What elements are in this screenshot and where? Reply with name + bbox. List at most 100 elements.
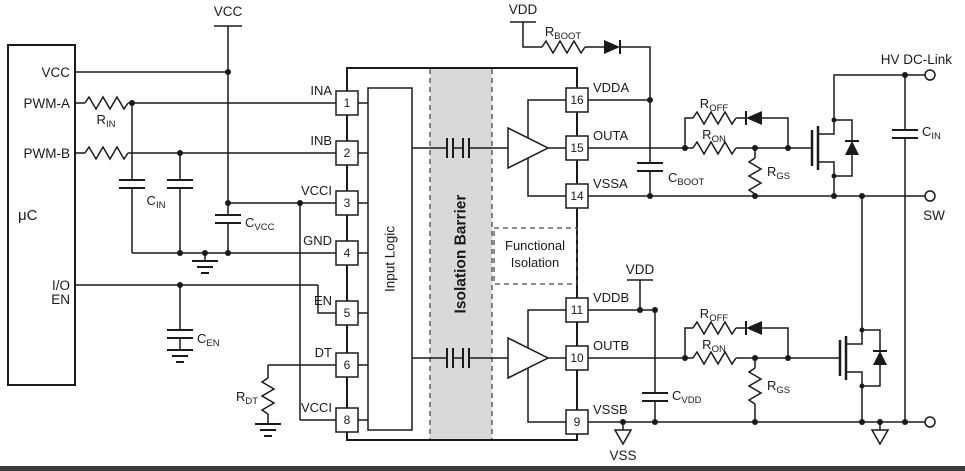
wires-ic-internal: [358, 99, 566, 423]
pin-label-en: EN: [314, 293, 332, 308]
pin-box-5: [335, 300, 359, 326]
pin-label-ina: INA: [310, 83, 332, 98]
resistor-rboot: [541, 39, 586, 55]
input-logic-label: Input Logic: [383, 226, 398, 292]
pin-number-5: 5: [344, 306, 351, 320]
pin-number-8: 8: [344, 413, 351, 427]
hv-dc-link-label: HV DC-Link: [881, 52, 953, 67]
pin-number-3: 3: [344, 196, 351, 210]
label-r-gs-b: RGS: [767, 378, 790, 396]
vss-label: VSS: [609, 448, 636, 463]
driver-buffer-b: [507, 336, 550, 380]
label-r-in: RIN: [97, 112, 116, 130]
label-r-gs-a: RGS: [767, 164, 790, 182]
pin-number-15: 15: [570, 141, 584, 155]
label-c-vdd: CVDD: [672, 388, 702, 406]
label-r-on-a: RON: [702, 127, 726, 145]
label-c-in-right: CIN: [922, 124, 941, 142]
isolation-coupling-caps-b: [446, 348, 470, 368]
mcu-pin-io-label: I/O: [52, 278, 70, 293]
mcu-block: VCC PWM-A PWM-B μC I/O EN: [7, 44, 76, 386]
pin-number-4: 4: [344, 246, 351, 260]
resistor-roff-b: [692, 320, 737, 336]
label-c-in-left: CIN: [147, 193, 166, 211]
capacitor-cin-b: [167, 179, 193, 189]
pin-box-16: [565, 87, 589, 113]
pin-number-2: 2: [344, 146, 351, 160]
ground-symbol-cen: [167, 349, 193, 363]
label-c-vcc: CVCC: [245, 215, 275, 233]
pin-label-vcci: VCCI: [301, 183, 332, 198]
label-r-off-b: ROFF: [700, 306, 729, 324]
pin-box-8: [335, 407, 359, 433]
pin-number-9: 9: [574, 415, 581, 429]
mcu-pin-vcc-label: VCC: [41, 65, 70, 80]
label-r-boot: RBOOT: [545, 24, 582, 42]
pin-box-6: [335, 352, 359, 378]
pin-number-6: 6: [344, 358, 351, 372]
vdd-mid-label: VDD: [626, 262, 655, 277]
mcu-box: [7, 44, 76, 386]
functional-isolation-label-2: Isolation: [511, 255, 559, 270]
functional-isolation-box: [493, 227, 578, 285]
pin-label-outb: OUTB: [593, 338, 629, 353]
mosfet-high-side-bars: [810, 126, 820, 170]
ground-symbol-left: [192, 260, 218, 274]
label-c-en: CEN: [197, 331, 220, 349]
turnoff-diode-b: [745, 321, 762, 335]
label-r-dt: RDT: [236, 389, 258, 407]
pin-number-1: 1: [344, 96, 351, 110]
vss-ground-triangle-left: [613, 429, 633, 446]
capacitor-cboot: [637, 162, 663, 172]
pin-label-vdda: VDDA: [593, 80, 629, 95]
isolation-barrier-dashed-edges: [429, 69, 493, 439]
pin-box-10: [565, 345, 589, 371]
pin-box-3: [335, 190, 359, 216]
body-diode-high-side: [845, 140, 859, 155]
ic-pins-right: 16 15 14 11 10 9 VDDA OUTA VSSA VDDB OUT…: [565, 80, 629, 435]
resistor-rin-b: [84, 145, 129, 161]
terminal-sw: [924, 190, 936, 202]
resistor-rgs-a: [747, 157, 763, 195]
label-r-on-b: RON: [702, 337, 726, 355]
pin-box-9: [565, 409, 589, 435]
isolation-barrier-band: [430, 69, 492, 439]
resistor-rin-a: [84, 95, 129, 111]
vcc-rail-label: VCC: [214, 4, 243, 19]
vss-ground-triangle-right: [870, 429, 890, 446]
junction-dots: [129, 69, 908, 425]
driver-buffer-a: [507, 126, 550, 170]
pin-label-vssa: VSSA: [593, 176, 628, 191]
pin-box-15: [565, 135, 589, 161]
pin-label-gnd: GND: [303, 233, 332, 248]
resistor-roff-a: [692, 110, 737, 126]
terminal-hv-dc-link: [924, 69, 936, 81]
pin-label-outa: OUTA: [593, 128, 628, 143]
pin-label-vssb: VSSB: [593, 402, 628, 417]
capacitor-cvcc: [215, 214, 241, 224]
pin-number-11: 11: [571, 303, 584, 317]
vdd-top-label: VDD: [509, 2, 538, 17]
mcu-pin-pwma-label: PWM-A: [24, 96, 71, 111]
resistor-ron-a: [692, 140, 737, 156]
gate-driver-ic: Input Logic Isolation Barrier Functional…: [346, 67, 578, 441]
isolation-barrier-label: Isolation Barrier: [453, 195, 470, 314]
sw-label: SW: [923, 208, 945, 223]
pin-box-2: [335, 140, 359, 166]
isolation-coupling-caps-a: [446, 138, 470, 158]
label-r-off-a: ROFF: [700, 96, 729, 114]
mcu-name-label: μC: [18, 207, 38, 224]
pin-box-1: [335, 90, 359, 116]
pin-box-11: [565, 297, 589, 323]
pin-number-16: 16: [570, 93, 584, 107]
ground-symbol-rdt: [255, 423, 281, 437]
resistor-rgs-b: [747, 367, 763, 405]
body-diode-low-side: [873, 350, 887, 365]
pin-number-10: 10: [570, 351, 584, 365]
pin-label-dt: DT: [315, 345, 332, 360]
capacitor-cen: [167, 329, 193, 339]
wires-left: [75, 25, 336, 424]
en-net-label: EN: [51, 292, 70, 307]
label-c-boot: CBOOT: [668, 170, 705, 188]
